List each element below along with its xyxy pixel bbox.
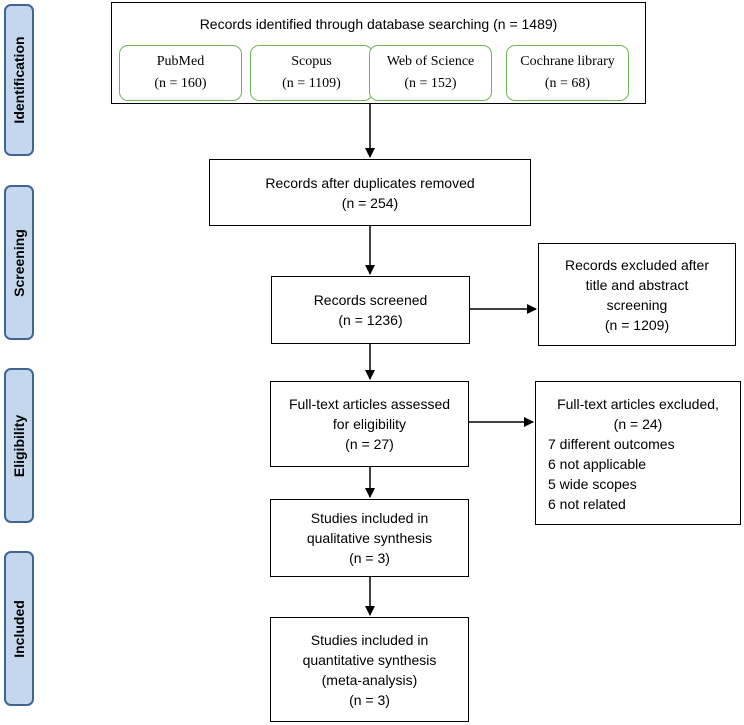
exclusion-reason: 6 not related <box>548 496 626 512</box>
records-excluded-text: Records excluded after <box>565 256 709 273</box>
phase-included: Included <box>4 551 34 706</box>
database-box-web-of-science: Web of Science (n = 152) <box>369 45 492 101</box>
database-box-scopus: Scopus (n = 1109) <box>250 45 373 101</box>
identification-title: Records identified through database sear… <box>199 16 558 32</box>
fulltext-excluded-count: (n = 24) <box>613 416 663 432</box>
duplicates-removed-text: Records after duplicates removed <box>265 174 475 191</box>
records-excluded-text: screening <box>606 296 668 313</box>
quantitative-synthesis-box: Studies included in quantitative synthes… <box>270 617 469 722</box>
fulltext-assessed-count: (n = 27) <box>345 436 394 452</box>
quantitative-synthesis-count: (n = 3) <box>349 691 390 708</box>
records-excluded-box: Records excluded after title and abstrac… <box>538 243 736 346</box>
fulltext-excluded-box: Full-text articles excluded, (n = 24) 7 … <box>535 381 741 525</box>
phase-identification: Identification <box>4 4 34 156</box>
fulltext-assessed-text: for eligibility <box>332 416 407 432</box>
database-box-cochrane: Cochrane library (n = 68) <box>506 45 629 101</box>
records-screened-count: (n = 1236) <box>338 312 403 328</box>
database-count: (n = 160) <box>154 76 207 91</box>
quantitative-synthesis-text: (meta-analysis) <box>321 671 418 688</box>
database-name: Web of Science <box>386 54 475 69</box>
records-excluded-text: title and abstract <box>585 276 689 293</box>
database-name: PubMed <box>156 54 205 69</box>
duplicates-removed-box: Records after duplicates removed (n = 25… <box>209 159 531 226</box>
records-excluded-count: (n = 1209) <box>604 316 670 333</box>
quantitative-synthesis-text: Studies included in <box>310 631 429 648</box>
exclusion-reason: 6 not applicable <box>548 456 647 472</box>
duplicates-removed-count: (n = 254) <box>341 194 399 211</box>
qualitative-synthesis-text: Studies included in <box>310 510 429 526</box>
records-screened-box: Records screened (n = 1236) <box>271 276 470 344</box>
fulltext-assessed-text: Full-text articles assessed <box>288 396 451 412</box>
exclusion-reason: 7 different outcomes <box>548 436 675 452</box>
exclusion-reason: 5 wide scopes <box>548 476 637 492</box>
qualitative-synthesis-text: qualitative synthesis <box>306 530 433 546</box>
quantitative-synthesis-text: quantitative synthesis <box>302 651 437 668</box>
database-box-pubmed: PubMed (n = 160) <box>119 45 242 101</box>
database-count: (n = 68) <box>544 76 591 91</box>
qualitative-synthesis-box: Studies included in qualitative synthesi… <box>270 499 469 577</box>
identification-box: Records identified through database sear… <box>111 2 646 104</box>
records-screened-text: Records screened <box>313 292 428 308</box>
fulltext-excluded-text: Full-text articles excluded, <box>557 396 719 412</box>
database-name: Cochrane library <box>520 54 615 69</box>
database-name: Scopus <box>291 54 332 69</box>
database-count: (n = 152) <box>404 76 457 91</box>
database-count: (n = 1109) <box>282 76 341 91</box>
qualitative-synthesis-count: (n = 3) <box>349 550 390 566</box>
fulltext-assessed-box: Full-text articles assessed for eligibil… <box>270 381 469 467</box>
phase-screening: Screening <box>4 185 34 340</box>
phase-eligibility: Eligibility <box>4 368 34 523</box>
